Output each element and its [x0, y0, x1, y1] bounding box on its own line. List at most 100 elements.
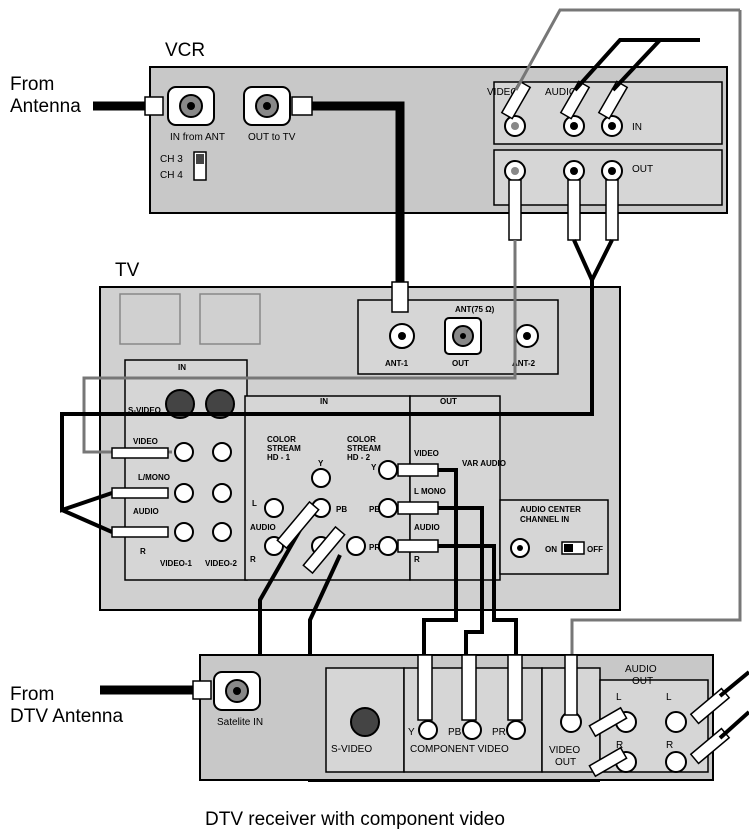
dtv-pb-jack [462, 720, 482, 740]
rf-plug-tv [391, 281, 409, 313]
l-mono-label: L/MONO [138, 473, 170, 482]
audio-out-label-2: OUT [632, 676, 653, 687]
s-video-1-jack [165, 389, 195, 419]
l-mono2-label: L MONO [414, 487, 446, 496]
component-pb-cable [420, 506, 484, 660]
audio2-label: AUDIO [414, 523, 440, 532]
r-label-mid: R [250, 555, 256, 564]
dtv-s-video-label: S-VIDEO [331, 744, 372, 755]
hd2-y-jack [378, 460, 398, 480]
dtv-s-video-jack [350, 707, 380, 737]
component-video-label: COMPONENT VIDEO [410, 744, 509, 755]
component-pr-cable [420, 544, 518, 660]
dtv-r-label-2: R [666, 740, 673, 751]
cs2-line-b: STREAM [347, 444, 381, 453]
r2-label: R [414, 555, 420, 564]
tv-in-left-label: IN [178, 363, 186, 372]
tv-in-mid-label: IN [320, 397, 328, 406]
pb-label-1: PB [336, 505, 347, 514]
on-label: ON [545, 545, 557, 554]
audio-l-1-jack [174, 483, 194, 503]
hd2-audio-r-jack [346, 536, 366, 556]
video-cable-dtv-to-vcr [570, 10, 742, 660]
dtv-audio-l2-jack [665, 711, 687, 733]
cs2-line-a: COLOR [347, 435, 376, 444]
acc-line-2: CHANNEL IN [520, 515, 569, 524]
component-plugs-tv [397, 463, 439, 553]
vcr-in-plugs [500, 80, 629, 120]
l-label-mid: L [252, 499, 257, 508]
hd-audio-l-jack [264, 498, 284, 518]
hd2-pr-jack [378, 536, 398, 556]
audio-cable-vcr-to-tv [60, 239, 614, 534]
acc-line-1: AUDIO CENTER [520, 505, 581, 514]
video2-jack [212, 442, 232, 462]
dtv-l-label-2: L [666, 692, 672, 703]
dtv-audio-cable-right [718, 670, 749, 740]
audio-cable-tv-to-vcr-top [573, 38, 700, 92]
audio-label-left: AUDIO [133, 507, 159, 516]
dtv-component-plugs [417, 654, 523, 721]
dtv-audio-r2-jack [665, 751, 687, 773]
vcr-out-plugs [508, 179, 619, 241]
dtv-y-jack [418, 720, 438, 740]
dtv-l-label-1: L [616, 692, 622, 703]
ant1-label: ANT-1 [385, 359, 409, 368]
audio-center-box [499, 499, 609, 575]
dtv-pb-label: PB [448, 727, 462, 738]
hd2-pb-jack [378, 498, 398, 518]
from-dtv-label-2: DTV Antenna [10, 706, 123, 727]
vcr-title: VCR [165, 40, 205, 61]
component-y-cable [420, 468, 458, 660]
audio-r-2-jack [212, 522, 232, 542]
video1-label: VIDEO-1 [160, 559, 193, 568]
antenna-plug [144, 96, 164, 116]
hd1-y-jack [311, 468, 331, 488]
video2-label: VIDEO-2 [205, 559, 238, 568]
vcr-out-label: OUT [632, 164, 653, 175]
tv-title: TV [115, 260, 140, 281]
pb-label-2: PB [369, 505, 380, 514]
dtv-r-label-1: R [616, 740, 623, 751]
audio-label-mid: AUDIO [250, 523, 276, 532]
ant-out-label: OUT [452, 359, 469, 368]
ant2-label: ANT-2 [512, 359, 536, 368]
ch3-label: CH 3 [160, 154, 183, 165]
y-label-2: Y [371, 463, 377, 472]
out-to-tv-label: OUT to TV [248, 132, 296, 143]
vcr-video-label: VIDEO [487, 87, 518, 98]
pr-label-2: PR [369, 543, 380, 552]
cs2-line-c: HD - 2 [347, 453, 371, 462]
from-antenna-label-2: Antenna [10, 96, 81, 117]
off-label: OFF [587, 545, 603, 554]
ch4-label: CH 4 [160, 170, 183, 181]
audio-out-label-1: AUDIO [625, 664, 657, 675]
out-to-tv-plug [291, 96, 313, 116]
dtv-pr-jack [506, 720, 526, 740]
hd-audio-plugs [276, 500, 346, 575]
caption: DTV receiver with component video [205, 809, 505, 830]
from-dtv-label-1: From [10, 684, 54, 705]
cs1-line-b: STREAM [267, 444, 301, 453]
r-label-left: R [140, 547, 146, 556]
video-out-label-2: OUT [555, 757, 576, 768]
in-from-ant-label: IN from ANT [170, 132, 225, 143]
tv-out-label: OUT [440, 397, 457, 406]
vcr-in-label: IN [632, 122, 642, 133]
satelite-in-label: Satelite IN [217, 717, 263, 728]
s-video-2-jack [205, 389, 235, 419]
video-out-label-1: VIDEO [549, 745, 580, 756]
tv-video-label: VIDEO [133, 437, 158, 446]
dtv-video-out-plug [564, 654, 578, 716]
ant75-label: ANT(75 Ω) [455, 305, 495, 314]
rf-cable-vcr-to-tv [312, 101, 405, 290]
audio-r-1-jack [174, 522, 194, 542]
var-audio-label: VAR AUDIO [462, 459, 506, 468]
dtv-y-label: Y [408, 727, 415, 738]
video-cable-tv-to-vcr-top [514, 8, 740, 91]
video1-jack [174, 442, 194, 462]
dtv-pr-label: PR [492, 727, 506, 738]
dtv-antenna-plug [192, 680, 212, 700]
cs1-line-c: HD - 1 [267, 453, 291, 462]
